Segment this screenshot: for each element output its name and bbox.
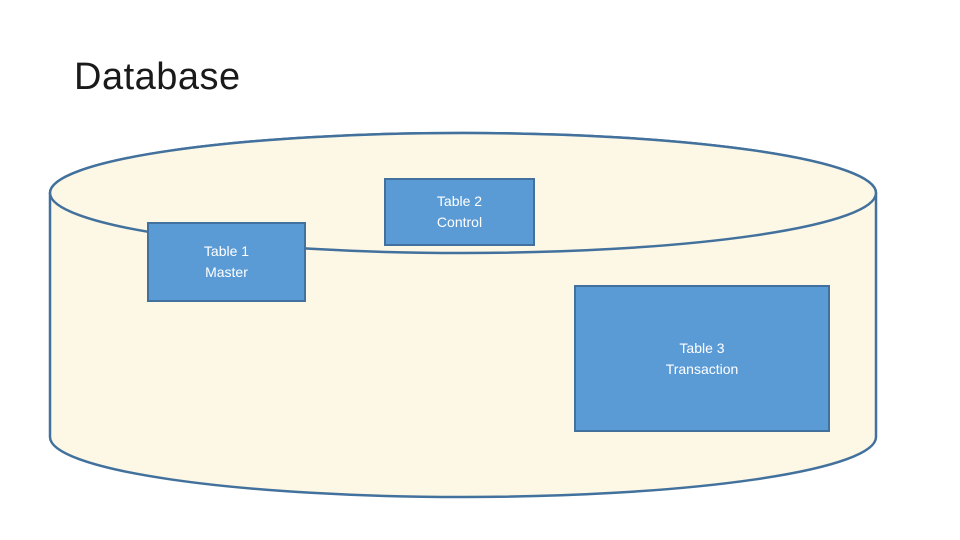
table-1-master-box[interactable]: Table 1 Master — [147, 222, 306, 302]
table-3-transaction-box[interactable]: Table 3 Transaction — [574, 285, 830, 432]
table-2-name: Table 2 — [436, 193, 483, 209]
table-3-name: Table 3 — [679, 339, 725, 356]
table-1-name: Table 1 — [203, 243, 250, 259]
table-2-role: Control — [436, 214, 483, 230]
table-2-control-box[interactable]: Table 2 Control — [384, 178, 535, 246]
table-3-role: Transaction — [665, 360, 739, 377]
table-1-role: Master — [205, 264, 248, 280]
page-title: Database — [74, 56, 241, 98]
